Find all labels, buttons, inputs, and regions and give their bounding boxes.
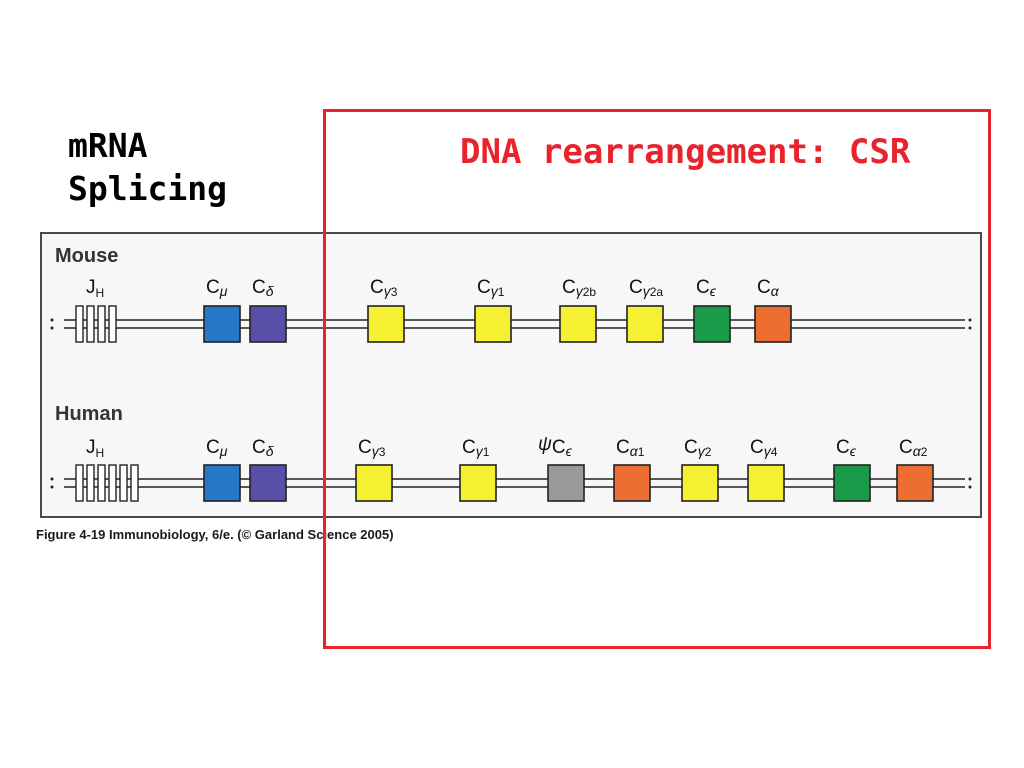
continuation-dot [50,318,54,322]
csr-title: DNA rearrangement: CSR [460,132,911,172]
gene-label-sub: 4 [771,445,778,459]
gene-segment-label: Cδ [252,437,274,459]
gene-segment-label: Cμ [206,277,228,299]
gene-label-sub: 1 [638,445,645,459]
gene-segment-box [833,464,871,502]
gene-label-greek: α [630,443,639,459]
mrna-title-line2: Splicing [68,169,227,208]
mrna-splicing-title: mRNA Splicing [68,124,268,210]
jh-segment [97,464,106,502]
gene-label-greek: α [913,443,922,459]
gene-segment-label: Cγ2a [629,277,663,299]
jh-segment [119,464,128,502]
gene-segment-label: Cα2 [899,437,928,459]
gene-segment-label: Cα [757,277,780,299]
gene-label-sub: 3 [391,285,398,299]
continuation-dot [50,477,54,481]
gene-segment-label: Cγ1 [462,437,490,459]
gene-label-sub: 1 [483,445,490,459]
gene-segment-label: Cγ3 [358,437,386,459]
gene-segment-label: Cγ1 [477,277,505,299]
gene-segment-label: ψCϵ [538,434,573,459]
gene-segment-box [249,305,287,343]
gene-label-greek: μ [219,283,228,299]
gene-label-greek: ϵ [566,443,573,459]
continuation-dot [50,485,54,489]
gene-segment-box [754,305,792,343]
gene-segment-box [559,305,597,343]
gene-segment-box [203,464,241,502]
jh-segment [130,464,139,502]
jh-label-sub: H [96,286,105,300]
gene-label-sub: 2 [921,445,928,459]
jh-segment [75,464,84,502]
figure-panel [40,232,982,518]
gene-label-greek: γ [643,283,651,299]
continuation-dot [968,485,972,489]
gene-label-greek: γ [476,443,484,459]
gene-segment-box [459,464,497,502]
gene-segment-label: Cγ2b [562,277,596,299]
gene-segment-box [613,464,651,502]
gene-label-greek: δ [266,283,274,299]
gene-segment-box [355,464,393,502]
gene-segment-box [693,305,731,343]
gene-label-greek: γ [764,443,772,459]
continuation-dot [968,477,972,481]
jh-segment [108,464,117,502]
gene-label-sub: 2 [705,445,712,459]
gene-segment-label: Cγ3 [370,277,398,299]
gene-segment-box [547,464,585,502]
continuation-dot [50,326,54,330]
gene-segment-label: Cγ4 [750,437,778,459]
jh-segment [86,464,95,502]
gene-segment-box [367,305,405,343]
gene-segment-label: Cδ [252,277,274,299]
gene-label-greek: μ [219,443,228,459]
jh-segment [108,305,117,343]
jh-segment [97,305,106,343]
gene-segment-label: Cα1 [616,437,645,459]
gene-label-sub: 3 [379,445,386,459]
gene-segment-box [747,464,785,502]
gene-segment-box [626,305,664,343]
gene-label-greek: γ [384,283,392,299]
gene-segment-box [896,464,934,502]
gene-label-greek: α [771,283,780,299]
gene-segment-box [203,305,241,343]
mrna-title-line1: mRNA [68,126,148,165]
jh-label: JH [86,437,104,460]
continuation-dot [968,318,972,322]
gene-label-prefix: ψ [538,434,552,455]
gene-label-greek: ϵ [710,283,717,299]
gene-label-sub: 2a [650,285,664,299]
gene-label-greek: γ [698,443,706,459]
jh-label-sub: H [96,446,105,460]
gene-label-sub: 1 [498,285,505,299]
figure-caption: Figure 4-19 Immunobiology, 6/e. (© Garla… [36,527,394,542]
gene-segment-label: Cγ2 [684,437,712,459]
gene-segment-label: Cϵ [836,437,857,459]
gene-segment-label: Cμ [206,437,228,459]
gene-label-greek: γ [576,283,584,299]
jh-segment [86,305,95,343]
gene-label-greek: δ [266,443,274,459]
gene-segment-box [681,464,719,502]
species-label: Mouse [55,245,118,267]
gene-label-sub: 2b [583,285,597,299]
continuation-dot [968,326,972,330]
gene-label-greek: ϵ [850,443,857,459]
gene-segment-label: Cϵ [696,277,717,299]
gene-segment-box [474,305,512,343]
gene-label-greek: γ [491,283,499,299]
species-label: Human [55,403,123,425]
gene-segment-box [249,464,287,502]
jh-segment [75,305,84,343]
jh-label: JH [86,277,104,300]
gene-label-greek: γ [372,443,380,459]
